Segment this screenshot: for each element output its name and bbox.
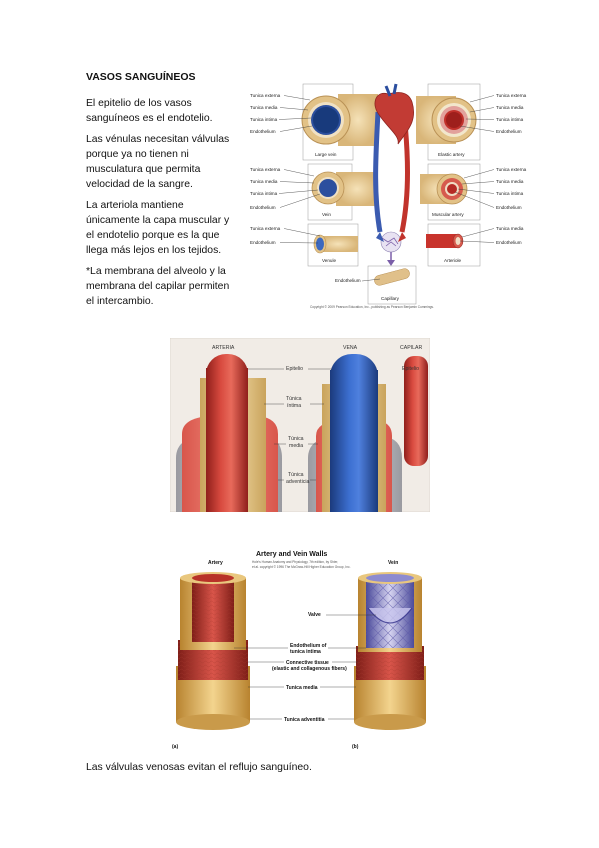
text-line: el intercambio.	[86, 296, 154, 307]
callout-label: Tunica externa	[250, 226, 281, 231]
muscular-artery-callouts: Tunica externa Tunica media Tunica intim…	[454, 167, 527, 210]
capillary-diagram: Capillary Endothelium	[335, 265, 417, 305]
callout-label: Tunica intima	[496, 117, 524, 122]
callout-label: Endothelium	[496, 205, 522, 210]
arteriole-label: Arteriole	[444, 258, 462, 263]
vena-label: VENA	[343, 345, 358, 351]
muscular-artery-diagram: Muscular artery	[420, 163, 481, 221]
artery-wall-drawing	[176, 572, 250, 730]
callout-label: Endothelium	[250, 205, 276, 210]
muscular-artery-label: Muscular artery	[432, 212, 464, 217]
arteriole-callouts: Tunica media Endothelium	[459, 226, 524, 245]
text-line: llega más lejos en los tejidos.	[86, 245, 222, 256]
artery-vein-walls-figure: Artery and Vein Walls Hole's Human Anato…	[172, 551, 426, 750]
callout-label: Tunica media	[496, 179, 524, 184]
endothelium-label: Endothelium of	[290, 643, 327, 649]
heart-icon	[374, 92, 414, 145]
figure-part-a: (a)	[172, 744, 178, 750]
source-line: et al. copyright © 1996 The McGraw-Hill …	[252, 565, 351, 569]
circulation-diagram	[373, 83, 414, 266]
vein-callouts: Tunica externa Tunica media Tunica intim…	[250, 167, 321, 210]
paragraph-arteriole: La arteriola mantiene únicamente la capa…	[86, 198, 229, 258]
figure-part-b: (b)	[352, 744, 359, 750]
tunica-media-label: Tunica media	[286, 685, 318, 691]
text-line: membrana del capilar permiten	[86, 281, 230, 292]
connective-tissue-label: Connective tissue	[286, 660, 329, 666]
capillary-label: Capillary	[381, 296, 400, 301]
source-line: Hole's Human Anatomy and Physiology, 7th…	[252, 560, 338, 564]
callout-label: Tunica intima	[250, 117, 278, 122]
tunica-adventicia-label: adventicia	[286, 479, 309, 485]
vein-diagram: Vein	[307, 163, 378, 221]
connective-tissue-label: (elastic and collagenous fibers)	[272, 666, 347, 672]
paragraph-venules: Las vénulas necesitan válvulas porque ya…	[86, 132, 229, 192]
callout-label: Tunica intima	[250, 191, 278, 196]
callout-label: Tunica externa	[496, 167, 527, 172]
tunica-media-label: media	[289, 443, 303, 449]
tunica-adventicia-label: Túnica	[288, 472, 304, 478]
large-vein-label: Large vein	[315, 152, 337, 157]
callout-label: Tunica externa	[496, 93, 527, 98]
tunica-adventitia-label: Tunica adventitia	[284, 717, 325, 723]
page-title: VASOS SANGUÍNEOS	[86, 71, 196, 83]
arteriole-diagram: Arteriole	[426, 223, 481, 267]
text-line: La arteriola mantiene	[86, 200, 184, 211]
callout-label: Endothelium	[250, 129, 276, 134]
text-line: porque ya no tienen ni	[86, 149, 189, 160]
callout-label: Tunica media	[250, 105, 278, 110]
tunica-media-label: Túnica	[288, 436, 304, 442]
text-line: El epitelio de los vasos	[86, 98, 192, 109]
venule-callouts: Tunica externa Endothelium	[250, 226, 321, 245]
venule-label: Venule	[322, 258, 336, 263]
text-line: el endotelio porque es la que	[86, 230, 220, 241]
text-line: musculatura que permita	[86, 164, 201, 175]
vein-label: Vein	[388, 560, 398, 566]
callout-label: Endothelium	[496, 240, 522, 245]
valves-caption: Las válvulas venosas evitan el reflujo s…	[86, 762, 312, 773]
text-line: sanguíneos es el endotelio.	[86, 113, 213, 124]
callout-label: Endothelium	[496, 129, 522, 134]
paragraph-endothelium: El epitelio de los vasos sanguíneos es e…	[86, 96, 213, 126]
vessel-types-figure: Large vein Tunica externa Tunica media T…	[250, 83, 527, 309]
figure-title: Artery and Vein Walls	[256, 551, 327, 558]
callout-label: Tunica externa	[250, 93, 281, 98]
elastic-artery-label: Elastic artery	[438, 152, 465, 157]
vein-layers	[308, 354, 402, 512]
elastic-artery-diagram: Elastic artery	[416, 83, 481, 161]
text-line: Las vénulas necesitan válvulas	[86, 134, 230, 145]
venule-diagram: Venule	[307, 223, 359, 267]
text-line: *La membrana del alveolo y la	[86, 266, 226, 277]
elastic-artery-callouts: Tunica externa Tunica media Tunica intim…	[459, 93, 527, 134]
endothelium-label: tunica intima	[290, 649, 321, 655]
artery-layers	[176, 354, 282, 512]
callout-label: Endothelium	[335, 278, 361, 283]
epitelio-capilar-label: Epitelio	[402, 366, 419, 372]
arteria-label: ARTERIA	[212, 345, 235, 351]
text-line: velocidad de la sangre.	[86, 179, 193, 190]
capillary-layers	[404, 356, 428, 466]
vein-wall-drawing	[354, 572, 426, 730]
large-vein-callouts: Tunica externa Tunica media Tunica intim…	[250, 93, 313, 134]
callout-label: Tunica intima	[496, 191, 524, 196]
valve-label: Valve	[308, 612, 321, 618]
epitelio-label: Epitelio	[286, 366, 303, 372]
callout-label: Tunica media	[496, 105, 524, 110]
paragraph-membrane: *La membrana del alveolo y la membrana d…	[86, 264, 229, 309]
artery-label: Artery	[208, 560, 223, 566]
tunica-intima-label: íntima	[287, 403, 301, 409]
capilar-label: CAPILAR	[400, 345, 422, 351]
text-line: únicamente la capa muscular y	[86, 215, 230, 226]
valve-icon	[367, 607, 413, 624]
callout-label: Tunica media	[496, 226, 524, 231]
callout-label: Tunica media	[250, 179, 278, 184]
tunica-intima-label: Túnica	[286, 396, 302, 402]
vessel-layers-figure: ARTERIA VENA CAPILAR Epitelio Epitelio T…	[170, 338, 430, 512]
vein-label: Vein	[322, 212, 331, 217]
copyright-text: Copyright © 2009 Pearson Education, Inc.…	[310, 305, 434, 309]
callout-label: Endothelium	[250, 240, 276, 245]
large-vein-diagram: Large vein	[301, 83, 378, 161]
callout-label: Tunica externa	[250, 167, 281, 172]
